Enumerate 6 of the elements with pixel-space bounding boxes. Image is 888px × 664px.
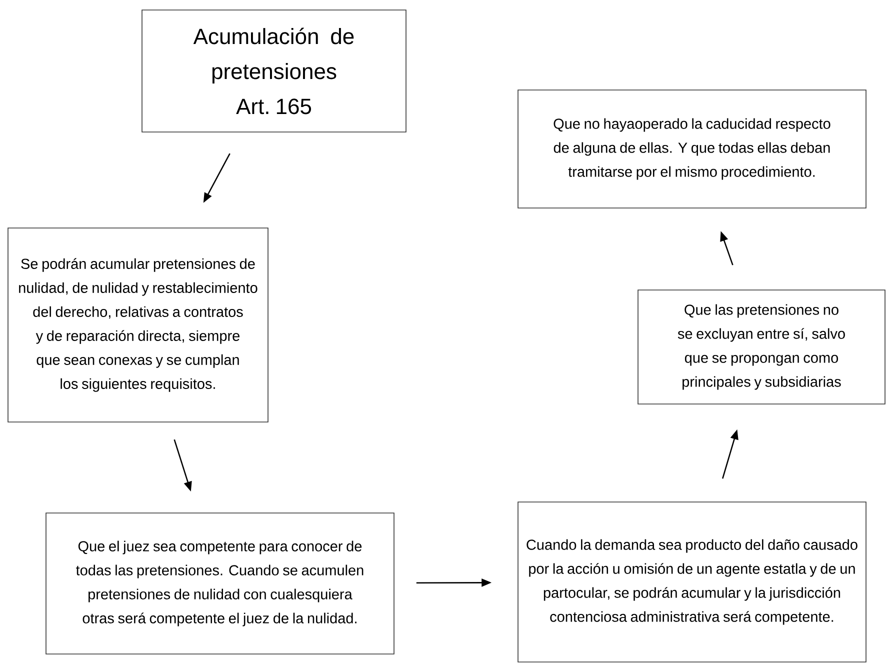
text-box: Se podrán acumular pretensiones de nulidad, de nulidad y restablecimiento del derecho, relativas a contratos y de reparación directa, siempre que sean conexas y se cumplan los siguientes requisitos. (8, 228, 268, 422)
text-box: Que las pretensiones no se excluyan entre sí, salvo que se propongan como principales y subsidiarias (638, 290, 886, 404)
text-box: Cuando la demanda sea producto del daño causado por la acción u omisión de un agente estatla y de un partocular, se podrán acumular y la jurisdicción contenciosa administrativa será competente. (518, 502, 866, 662)
title-box: Acumulación de pretensiones Art. 165 (142, 10, 406, 132)
text-box: Que no hayaoperado la caducidad respecto de alguna de ellas. Y que todas ellas deban tramitarse por el mismo procedimiento. (518, 90, 866, 208)
text-box: Que el juez sea competente para conocer de todas las pretensiones. Cuando se acumulen pretensiones de nulidad con cualesquiera otras será competente el juez de la nulidad. (46, 512, 394, 654)
